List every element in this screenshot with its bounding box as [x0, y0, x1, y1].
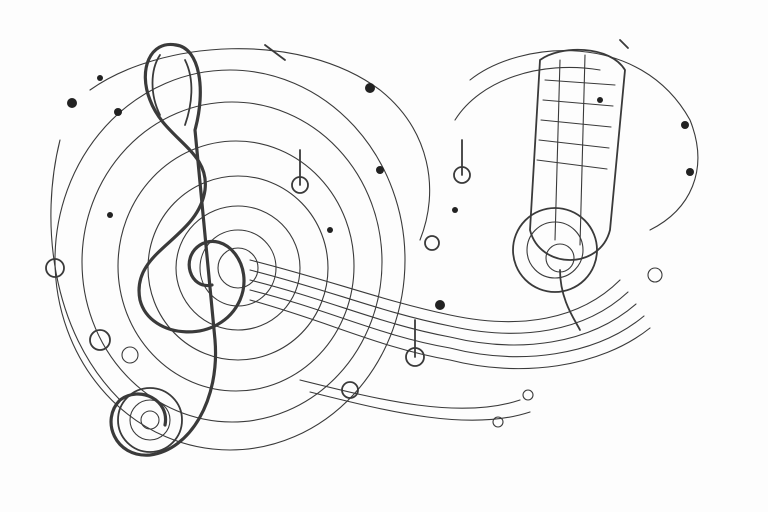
microphone — [454, 48, 699, 331]
treble-clef — [109, 42, 246, 457]
music-notes — [45, 39, 694, 428]
swirl-rings — [50, 48, 431, 451]
staff-lines — [249, 259, 651, 421]
